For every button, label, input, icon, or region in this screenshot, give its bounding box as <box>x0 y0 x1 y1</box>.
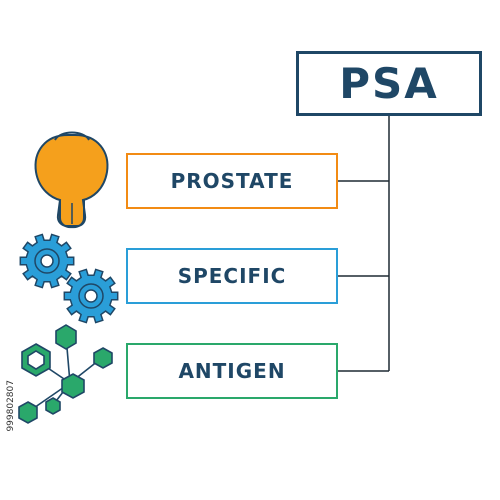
stock-id: 999802807 <box>6 380 16 432</box>
molecule-icon <box>18 324 113 424</box>
connector <box>338 116 390 372</box>
term-specific: SPECIFIC <box>126 248 338 304</box>
term-prostate: PROSTATE <box>126 153 338 209</box>
gear-icon <box>63 268 119 324</box>
prostate-icon <box>34 131 109 229</box>
acronym-title: PSA <box>296 51 482 116</box>
term-antigen: ANTIGEN <box>126 343 338 399</box>
gear-icon <box>19 233 75 289</box>
